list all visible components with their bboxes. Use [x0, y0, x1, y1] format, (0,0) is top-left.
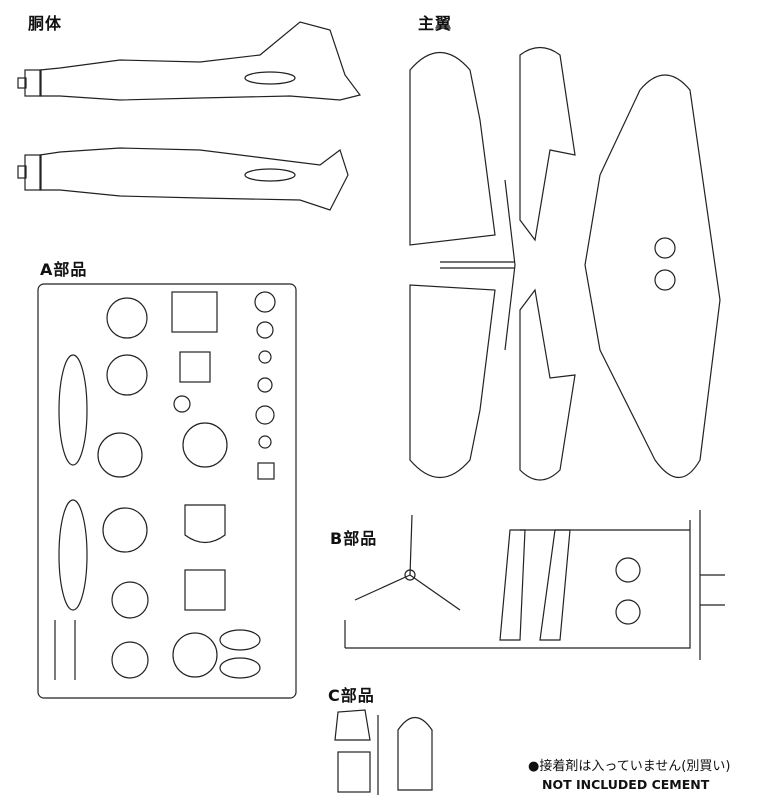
- sprue-b: [344, 510, 725, 660]
- cement-note-jp: ●接着剤は入っていません(別買い): [528, 759, 731, 774]
- fuselage-label: 胴体: [28, 14, 63, 33]
- main-wing-parts: [409, 46, 721, 481]
- sprue-a: [37, 283, 297, 699]
- parts-a-label: A部品: [40, 260, 88, 279]
- cement-note-en: NOT INCLUDED CEMENT: [542, 777, 710, 792]
- parts-b-label: B部品: [330, 529, 378, 548]
- cement-note: ●接着剤は入っていません(別買い) NOT INCLUDED CEMENT: [528, 758, 730, 794]
- fuselage-left-half: [17, 21, 362, 101]
- parts-c-label: C部品: [328, 686, 375, 705]
- canopy-parts: [334, 709, 433, 795]
- main-wing-label: 主翼: [418, 14, 453, 33]
- fuselage-right-half: [17, 147, 349, 211]
